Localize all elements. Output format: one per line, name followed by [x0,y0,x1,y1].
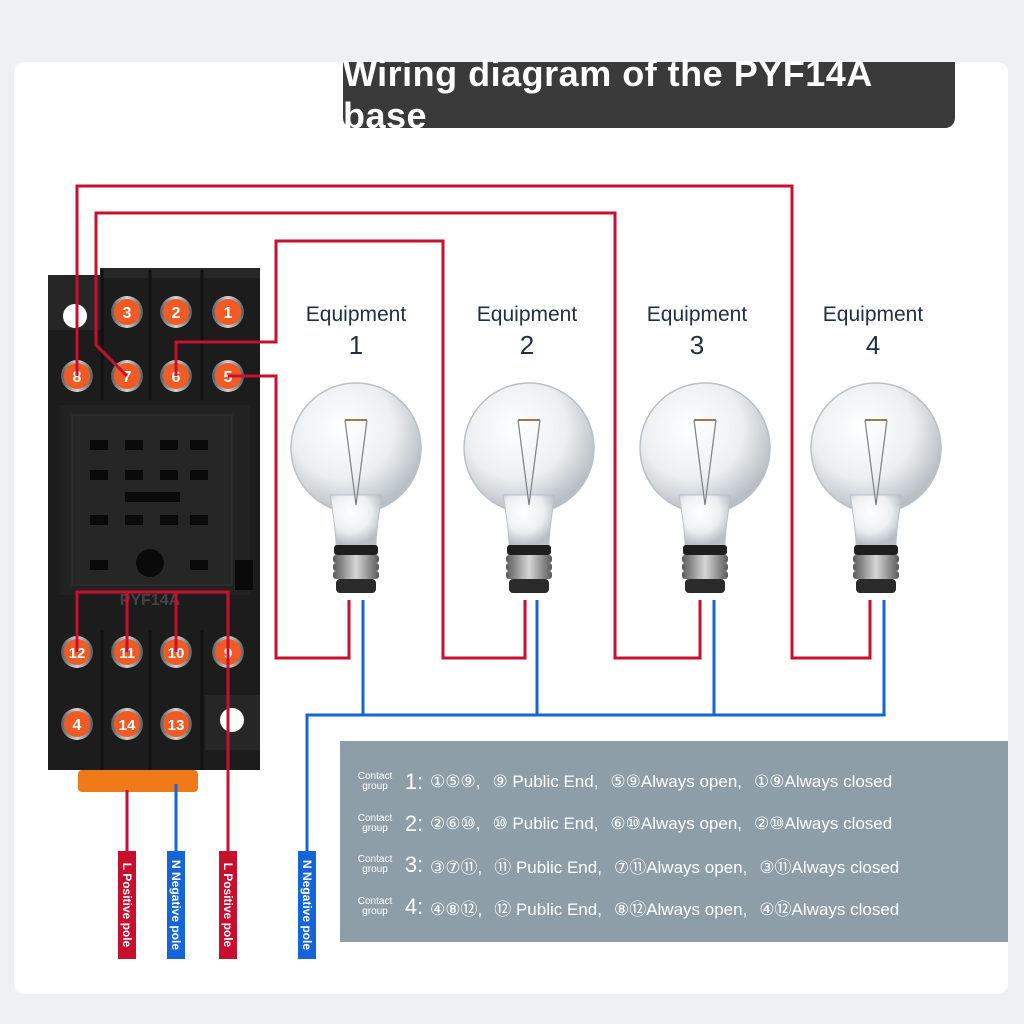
contact-group-row: Contact group 4: ④⑧⑫, ⑫ Public End, ⑧⑫Al… [352,887,911,927]
contact-group-number: 3: [404,852,424,877]
equipment-1-number: 1 [348,330,364,360]
live-pole-tag-right: L Positive pole [219,851,237,959]
contact-group-row: Contact group 2: ②⑥⑩, ⑩ Public End, ⑥⑩Al… [352,804,904,844]
always-closed-text: ①⑨Always closed [754,772,893,791]
wire-terminal-7-to-equipment-3 [94,211,702,660]
contact-group-panel: Contact group 1: ①⑤⑨, ⑨ Public End, ⑤⑨Al… [340,741,1008,942]
terminal-label-4: 4 [73,717,82,734]
terminal-2 [163,299,189,325]
terminal-label-14: 14 [119,717,136,734]
terminal-label-12: 12 [69,645,86,662]
live-pole-text: L Positive pole [221,862,235,948]
terminal-top-row: 3 2 1 [111,296,244,328]
light-bulb-icon [639,382,771,593]
wire-terminal-5-to-equipment-1 [228,374,351,660]
bus-terminals-12-9 [75,590,230,652]
always-open-text: ⑥⑩Always open, [610,814,743,833]
neutral-pole-text: N Negative pole [300,859,314,951]
contact-group-label: Contact group [357,771,393,792]
terminal-13 [163,711,189,737]
equipment-4-text: Equipment [822,303,924,326]
public-end-text: ⑩ Public End, [492,814,599,833]
contact-group-label: Contact group [357,813,393,834]
wire-terminal-8-to-equipment-4 [75,184,872,660]
contact-group-label: Contact group [357,854,393,875]
always-closed-text: ③⑪Always closed [759,857,900,877]
equipment-1-text: Equipment [305,303,407,326]
contact-group-number: 1: [404,769,424,794]
wire-terminal-6-to-equipment-2 [174,239,527,660]
terminal-label-10: 10 [168,645,185,662]
live-pole-text: L Positive pole [120,862,134,948]
base-brand-text: PYF14A [120,592,181,609]
always-open-text: ⑦⑪Always open, [613,857,748,877]
center-hole [136,549,164,577]
contact-group-label: Contact group [357,896,393,917]
terminal-bottom-row: 4 14 13 [61,708,192,740]
live-wires [75,184,872,852]
terminal-label-2: 2 [172,305,181,322]
contact-group-terminals: ②⑥⑩, [430,814,481,833]
terminal-label-11: 11 [119,645,135,662]
always-open-text: ⑤⑨Always open, [610,772,743,791]
light-bulb-icon [463,382,595,593]
light-bulb-icon [290,382,422,593]
neutral-wires [174,600,886,852]
equipment-2-text: Equipment [476,303,578,326]
always-closed-text: ④⑫Always closed [759,899,900,919]
equipment-1-label: Equipment 1 [281,300,431,360]
contact-group-row: Contact group 1: ①⑤⑨, ⑨ Public End, ⑤⑨Al… [352,762,904,802]
terminal-14 [114,711,140,737]
equipment-2-label: Equipment 2 [452,300,602,360]
contact-group-row: Contact group 3: ③⑦⑪, ⑪ Public End, ⑦⑪Al… [352,845,911,885]
live-pole-tag-left: L Positive pole [118,851,136,959]
contact-group-number: 4: [404,894,424,919]
always-closed-text: ②⑩Always closed [754,814,893,833]
public-end-text: ⑫ Public End, [494,899,602,919]
socket-pin-slots [90,440,208,570]
terminal-1 [215,299,241,325]
equipment-3-label: Equipment 3 [622,300,772,360]
terminal-label-13: 13 [168,717,185,734]
equipment-4-number: 4 [865,330,881,360]
relay-base: PYF14A [48,268,260,792]
equipment-3-number: 3 [689,330,705,360]
contact-group-number: 2: [404,811,424,836]
terminal-3 [114,299,140,325]
terminal-label-3: 3 [123,305,132,322]
terminal-4 [64,711,90,737]
equipment-2-number: 2 [519,330,535,360]
always-open-text: ⑧⑫Always open, [613,899,748,919]
terminal-label-6: 6 [172,369,181,386]
terminal-label-1: 1 [224,305,233,322]
contact-group-terminals: ③⑦⑪, [430,857,483,877]
public-end-text: ⑨ Public End, [492,772,599,791]
neutral-pole-tag-right: N Negative pole [298,851,316,959]
light-bulb-icon [810,382,942,593]
contact-group-terminals: ④⑧⑫, [430,899,483,919]
din-rail-clip [78,770,198,792]
public-end-text: ⑪ Public End, [494,857,602,877]
equipment-4-label: Equipment 4 [798,300,948,360]
mounting-hole-bottom [220,708,244,732]
neutral-pole-text: N Negative pole [169,859,183,951]
contact-group-terminals: ①⑤⑨, [430,772,481,791]
mounting-hole-top [63,304,87,328]
equipment-3-text: Equipment [646,303,748,326]
terminal-label-7: 7 [123,369,132,386]
wire-neutral-bus [305,600,886,852]
neutral-pole-tag-left: N Negative pole [167,851,185,959]
terminal-label-8: 8 [73,369,82,386]
